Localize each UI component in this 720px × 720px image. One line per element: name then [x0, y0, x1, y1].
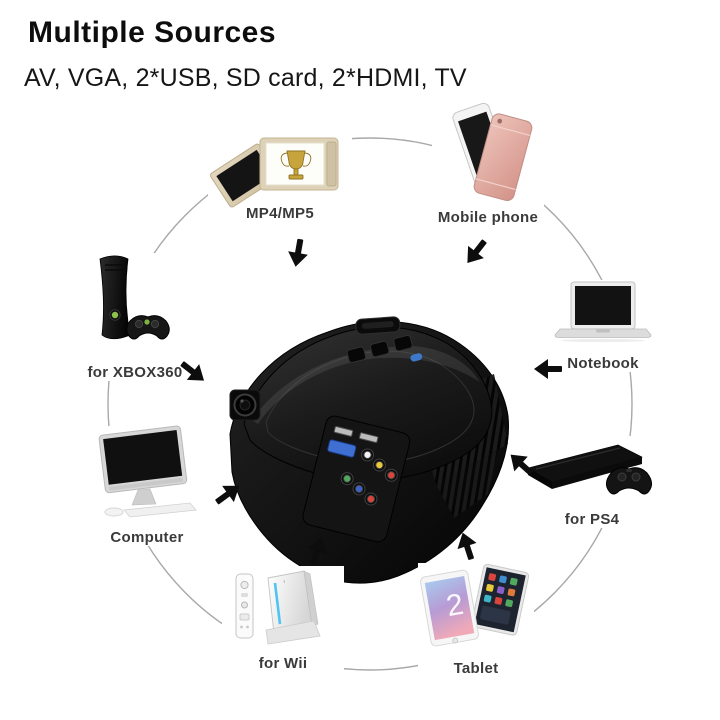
arrow-from-phone-icon [458, 233, 494, 270]
device-mobile-phone: Mobile phone [432, 102, 544, 226]
smartphone-icon [452, 102, 533, 202]
device-label: Notebook [567, 355, 639, 372]
arrow-from-wii-icon [302, 533, 332, 568]
projector-lens [229, 389, 261, 421]
device-wii: for Wii [222, 566, 344, 672]
laptop-icon [554, 281, 652, 343]
device-label: Mobile phone [437, 209, 539, 226]
device-label: Computer [110, 529, 184, 546]
desktop-computer-icon [98, 425, 197, 518]
wii-console-icon [235, 570, 321, 645]
page-title: Multiple Sources [28, 16, 277, 49]
arrow-from-xbox-icon [174, 354, 211, 390]
device-label: Tablet [453, 660, 499, 677]
page-subtitle: AV, VGA, 2*USB, SD card, 2*HDMI, TV [24, 64, 467, 92]
wii-remote-icon [235, 573, 254, 639]
device-label: for XBOX360 [87, 364, 183, 381]
device-tablet: 2 Tablet [418, 563, 534, 677]
arrow-from-ps4-icon [502, 446, 539, 482]
device-mp4-player: MP4/MP5 [208, 126, 352, 222]
device-label: for PS4 [564, 511, 620, 528]
projector-ports [302, 415, 411, 543]
projector-icon [229, 316, 510, 584]
arrow-from-notebook-icon [533, 358, 563, 380]
device-ps4: for PS4 [524, 436, 660, 528]
arrow-from-computer-icon [209, 476, 246, 511]
tablet-icon [420, 563, 530, 647]
ps4-console-icon [527, 444, 653, 495]
projector-buttons [346, 334, 423, 363]
device-notebook: Notebook [548, 280, 658, 372]
device-xbox360: for XBOX360 [80, 253, 190, 381]
media-player-icon [210, 137, 339, 208]
arrow-from-mp4-icon [285, 236, 312, 269]
device-computer: Computer [86, 425, 208, 546]
arrow-from-tablet-icon [452, 528, 482, 563]
xbox360-console-icon [99, 255, 170, 340]
device-label: MP4/MP5 [246, 205, 314, 222]
device-label: for Wii [258, 655, 308, 672]
